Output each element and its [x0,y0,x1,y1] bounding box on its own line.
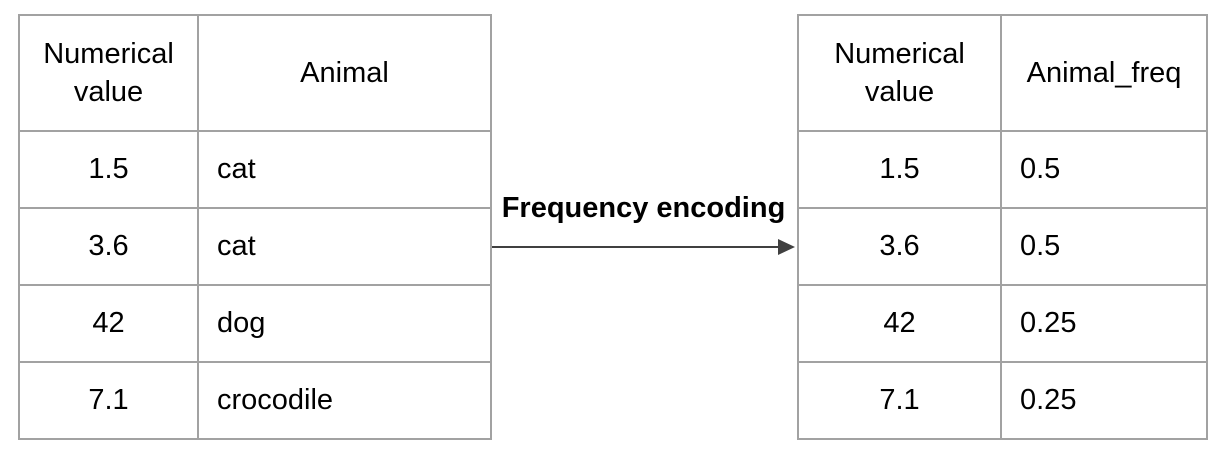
encoded-table-header-row: Numerical value Animal_freq [797,14,1208,132]
numerical-value-cell: 42 [797,284,1002,363]
table-row: 7.1 0.25 [797,361,1208,440]
encoded-col-header-numerical-value: Numerical value [797,14,1002,132]
numerical-value-cell: 1.5 [797,130,1002,209]
numerical-value-cell: 3.6 [797,207,1002,286]
animal-freq-cell: 0.5 [1000,130,1208,209]
frequency-encoding-label: Frequency encoding [501,192,786,224]
animal-cell: cat [197,207,492,286]
numerical-value-cell: 7.1 [797,361,1002,440]
animal-cell: crocodile [197,361,492,440]
table-row: 3.6 0.5 [797,207,1208,286]
encoded-table: Numerical value Animal_freq 1.5 0.5 3.6 … [797,14,1208,440]
source-table-header-row: Numerical value Animal [18,14,492,132]
animal-cell: dog [197,284,492,363]
numerical-value-cell: 1.5 [18,130,199,209]
numerical-value-cell: 7.1 [18,361,199,440]
source-col-header-animal: Animal [197,14,492,132]
animal-cell: cat [197,130,492,209]
table-row: 3.6 cat [18,207,492,286]
arrow-right-icon [778,239,795,255]
arrow-right-line [492,246,780,248]
animal-freq-cell: 0.25 [1000,361,1208,440]
animal-freq-cell: 0.25 [1000,284,1208,363]
numerical-value-cell: 3.6 [18,207,199,286]
table-row: 42 dog [18,284,492,363]
table-row: 1.5 cat [18,130,492,209]
numerical-value-cell: 42 [18,284,199,363]
animal-freq-cell: 0.5 [1000,207,1208,286]
table-row: 1.5 0.5 [797,130,1208,209]
table-row: 42 0.25 [797,284,1208,363]
source-table: Numerical value Animal 1.5 cat 3.6 cat 4… [18,14,492,440]
encoded-col-header-animal-freq: Animal_freq [1000,14,1208,132]
source-col-header-numerical-value: Numerical value [18,14,199,132]
table-row: 7.1 crocodile [18,361,492,440]
